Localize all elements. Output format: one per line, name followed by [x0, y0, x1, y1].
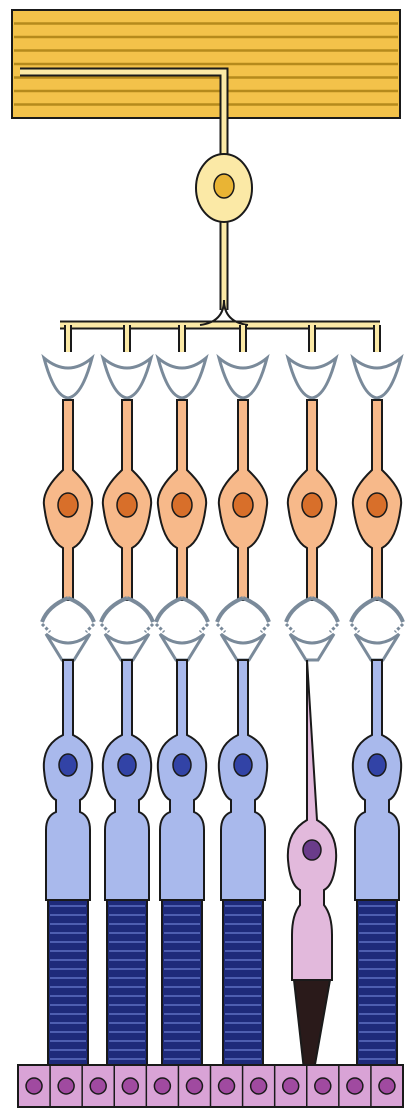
upper-synapse [219, 358, 267, 398]
rod-nucleus [173, 754, 191, 776]
bipolar-cell [42, 325, 94, 632]
rod-inner-segment [353, 660, 401, 900]
epithelium-nucleus [283, 1078, 299, 1094]
upper-synapse [158, 358, 206, 398]
upper-synapse [103, 358, 151, 398]
photoreceptor-terminal [221, 634, 265, 660]
lower-synapse [351, 598, 403, 622]
rod-cell [103, 634, 151, 1070]
photoreceptor-terminal [355, 634, 399, 660]
lower-synapse [156, 598, 208, 622]
upper-synapse [288, 358, 336, 398]
epithelium-nucleus [154, 1078, 170, 1094]
rod-outer-segment [48, 900, 88, 1070]
rod-inner-segment [158, 660, 206, 900]
ganglion-nucleus [214, 174, 234, 198]
bipolar-nucleus [302, 493, 322, 517]
bipolar-nucleus [233, 493, 253, 517]
cone-nucleus [303, 840, 321, 860]
bipolar-nucleus [58, 493, 78, 517]
rod-outer-segment [357, 900, 397, 1070]
epithelium-nucleus [90, 1078, 106, 1094]
upper-synapse [353, 358, 401, 398]
lower-synapse-tip [156, 624, 208, 632]
photoreceptor-terminal [160, 634, 204, 660]
lower-synapse-tip [217, 624, 269, 632]
pigment-epithelium [18, 1065, 403, 1107]
ganglion-cell [60, 154, 380, 325]
bipolar-cell [156, 325, 208, 632]
cone-inner-segment [288, 660, 336, 980]
epithelium-nucleus [219, 1078, 235, 1094]
lower-synapse-tip [101, 624, 153, 632]
cone-cell [288, 634, 336, 1070]
rod-cell [353, 634, 401, 1070]
bipolar-nucleus [172, 493, 192, 517]
bipolar-cell [217, 325, 269, 632]
upper-synapse [44, 358, 92, 398]
rod-outer-segment [223, 900, 263, 1070]
rod-cell [219, 634, 267, 1070]
lower-synapse-tip [286, 624, 338, 632]
lower-synapse [286, 598, 338, 622]
epithelium-nucleus [315, 1078, 331, 1094]
rod-cell [44, 634, 92, 1070]
epithelium-nucleus [251, 1078, 267, 1094]
rod-outer-segment [107, 900, 147, 1070]
epithelium-nucleus [186, 1078, 202, 1094]
lower-synapse-tip [42, 624, 94, 632]
rod-nucleus [368, 754, 386, 776]
bipolar-nucleus [367, 493, 387, 517]
lower-synapse [101, 598, 153, 622]
bipolar-cell [101, 325, 153, 632]
photoreceptor-terminal [105, 634, 149, 660]
rod-cell [158, 634, 206, 1070]
bipolar-nucleus [117, 493, 137, 517]
bipolar-cell [351, 325, 403, 632]
epithelium-nucleus [379, 1078, 395, 1094]
rod-nucleus [234, 754, 252, 776]
rod-inner-segment [103, 660, 151, 900]
epithelium-nucleus [122, 1078, 138, 1094]
cone-outer-segment [294, 980, 330, 1070]
rod-outer-segment [162, 900, 202, 1070]
lower-synapse [217, 598, 269, 622]
rod-nucleus [59, 754, 77, 776]
rod-nucleus [118, 754, 136, 776]
rod-inner-segment [44, 660, 92, 900]
epithelium-nucleus [347, 1078, 363, 1094]
lower-synapse [42, 598, 94, 622]
bipolar-cell [286, 325, 338, 632]
rod-inner-segment [219, 660, 267, 900]
epithelium-nucleus [58, 1078, 74, 1094]
photoreceptor-terminal [290, 634, 334, 660]
lower-synapse-tip [351, 624, 403, 632]
nerve-fiber-layer [12, 10, 400, 160]
epithelium-nucleus [26, 1078, 42, 1094]
photoreceptor-terminal [46, 634, 90, 660]
